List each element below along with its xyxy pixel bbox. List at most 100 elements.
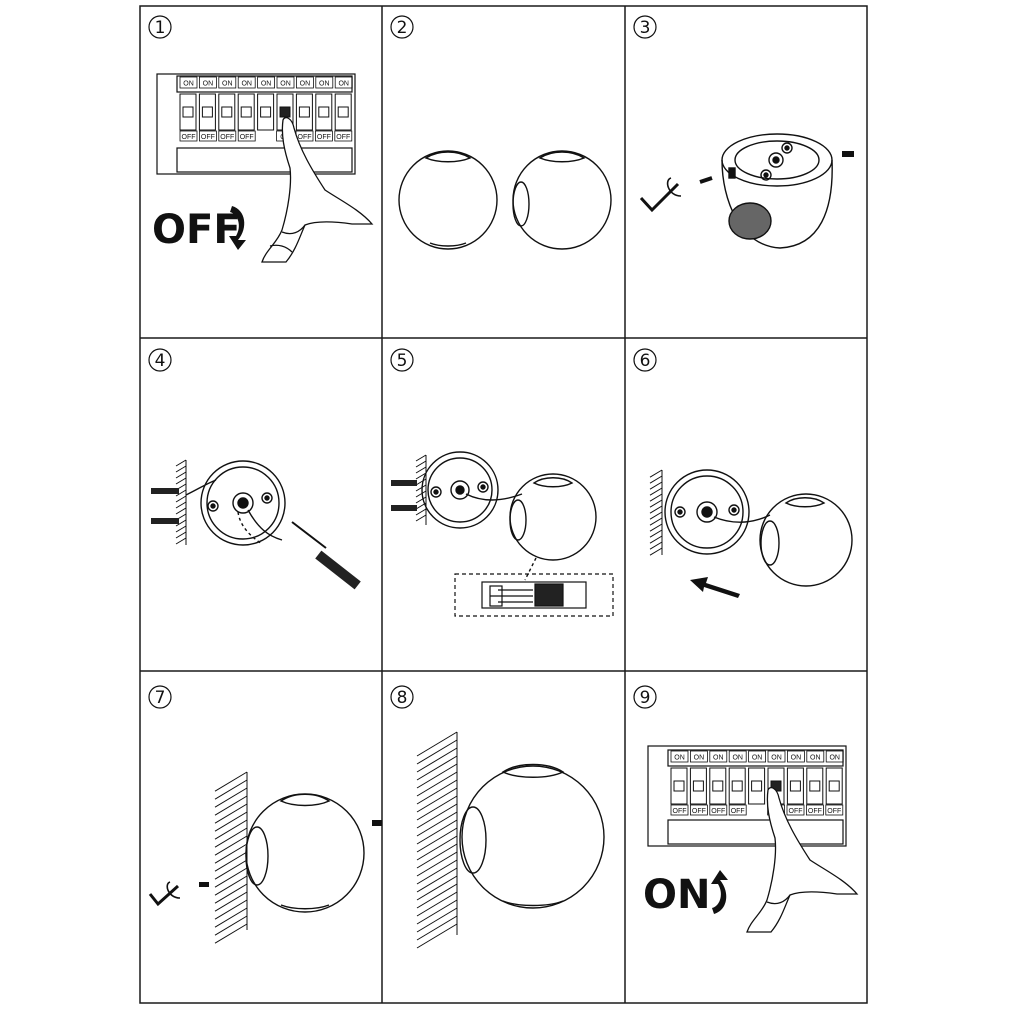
hatch-line xyxy=(415,496,427,504)
hatch-line xyxy=(175,507,187,515)
hatch-line xyxy=(175,465,187,473)
hatch-line xyxy=(416,763,458,789)
breaker-on-box xyxy=(670,750,689,763)
lamp-body-open xyxy=(721,133,833,249)
hatch-line xyxy=(175,489,187,497)
hatch-line xyxy=(649,511,663,520)
breaker-off-box xyxy=(314,130,333,142)
panel-step-6: 6 xyxy=(633,348,853,598)
breaker-switch xyxy=(689,767,707,805)
breaker-switch xyxy=(786,767,804,805)
breaker-on-box xyxy=(315,76,334,89)
breaker-on-label: ON xyxy=(222,81,233,88)
hatch-line xyxy=(649,481,663,490)
breaker-switch xyxy=(806,767,824,805)
breaker-toggle xyxy=(318,106,330,118)
breaker-on-label: ON xyxy=(791,755,802,762)
breaker-on-label: ON xyxy=(713,755,724,762)
hatch-line xyxy=(416,915,458,941)
step-caption-off: OFF xyxy=(152,207,241,253)
breaker-on-box xyxy=(257,76,276,89)
breaker-switch xyxy=(198,93,216,131)
breaker-on-box xyxy=(334,76,353,89)
breaker-switch xyxy=(179,93,197,131)
breaker-on-label: ON xyxy=(261,81,272,88)
breaker-on-box xyxy=(218,76,237,89)
hatch-line xyxy=(649,517,663,526)
hatch-line xyxy=(416,923,458,949)
hatch-line xyxy=(649,499,663,508)
breaker-off-box xyxy=(690,804,708,816)
breaker-toggle xyxy=(201,106,213,118)
screw-icon xyxy=(372,820,382,826)
breaker-toggle xyxy=(673,780,685,792)
hatch-line xyxy=(416,811,458,837)
breaker-off-label: OFF xyxy=(240,134,254,141)
wall-hatch xyxy=(416,731,458,949)
hatch-line xyxy=(214,907,248,928)
breaker-off-box xyxy=(237,130,256,142)
panel-step-3: 3 xyxy=(633,15,854,249)
hatch-line xyxy=(416,795,458,821)
breaker-on-label: ON xyxy=(674,755,685,762)
hatch-line xyxy=(175,471,187,479)
step-number-9: 9 xyxy=(640,688,651,708)
up-arrow-icon xyxy=(711,870,728,914)
breaker-off-box xyxy=(670,804,689,816)
hatch-line xyxy=(416,899,458,925)
hatch-line xyxy=(175,537,187,545)
hatch-line xyxy=(416,891,458,917)
breaker-toggle xyxy=(731,780,743,792)
hatch-line xyxy=(416,827,458,853)
step-number-5: 5 xyxy=(397,351,408,371)
hatch-line xyxy=(649,541,663,550)
hatch-line xyxy=(416,755,458,781)
down-arrow-icon xyxy=(229,206,246,250)
breaker-on-box xyxy=(198,76,217,89)
push-arrow-icon xyxy=(690,577,740,598)
breaker-on-box xyxy=(276,76,295,89)
breaker-on-label: ON xyxy=(732,755,743,762)
hatch-line xyxy=(416,739,458,765)
breaker-off-label: OFF xyxy=(317,134,331,141)
breaker-toggle xyxy=(809,780,821,792)
breaker-toggle xyxy=(712,780,724,792)
hatch-line xyxy=(214,923,248,944)
hatch-line xyxy=(214,787,248,808)
hatch-line xyxy=(649,547,663,556)
hatch-line xyxy=(649,535,663,544)
lamp-globe-front xyxy=(398,150,498,250)
breaker-on-label: ON xyxy=(810,755,821,762)
step-number-3: 3 xyxy=(640,18,651,38)
step-number-7: 7 xyxy=(155,688,166,708)
hatch-line xyxy=(649,487,663,496)
wall-hatch xyxy=(649,469,663,556)
hatch-line xyxy=(415,514,427,522)
hatch-line xyxy=(214,843,248,864)
breaker-toggle xyxy=(260,106,272,118)
breaker-on-box xyxy=(748,750,766,763)
hatch-line xyxy=(416,803,458,829)
hatch-line xyxy=(416,779,458,805)
mounting-plate xyxy=(421,451,523,529)
hatch-line xyxy=(416,867,458,893)
hatch-line xyxy=(415,508,427,516)
breaker-off-labels: OFFOFFOFFOFFOFOFFOFFOFF xyxy=(179,130,353,142)
breaker-toggle xyxy=(279,106,291,118)
breaker-off-box xyxy=(825,804,844,816)
breaker-on-box xyxy=(767,750,786,763)
hatch-line xyxy=(416,883,458,909)
hex-key-icon xyxy=(148,881,181,907)
lamp-globe xyxy=(509,473,597,581)
hatch-line xyxy=(175,477,187,485)
hand-pressing-icon xyxy=(261,117,374,263)
breaker-switch xyxy=(670,767,688,805)
breaker-off-box xyxy=(198,130,217,142)
breaker-on-box xyxy=(295,76,314,89)
panel-step-8: 8 xyxy=(390,685,605,949)
wall-hatch xyxy=(415,454,427,525)
hatch-line xyxy=(214,803,248,824)
hatch-line xyxy=(214,899,248,920)
